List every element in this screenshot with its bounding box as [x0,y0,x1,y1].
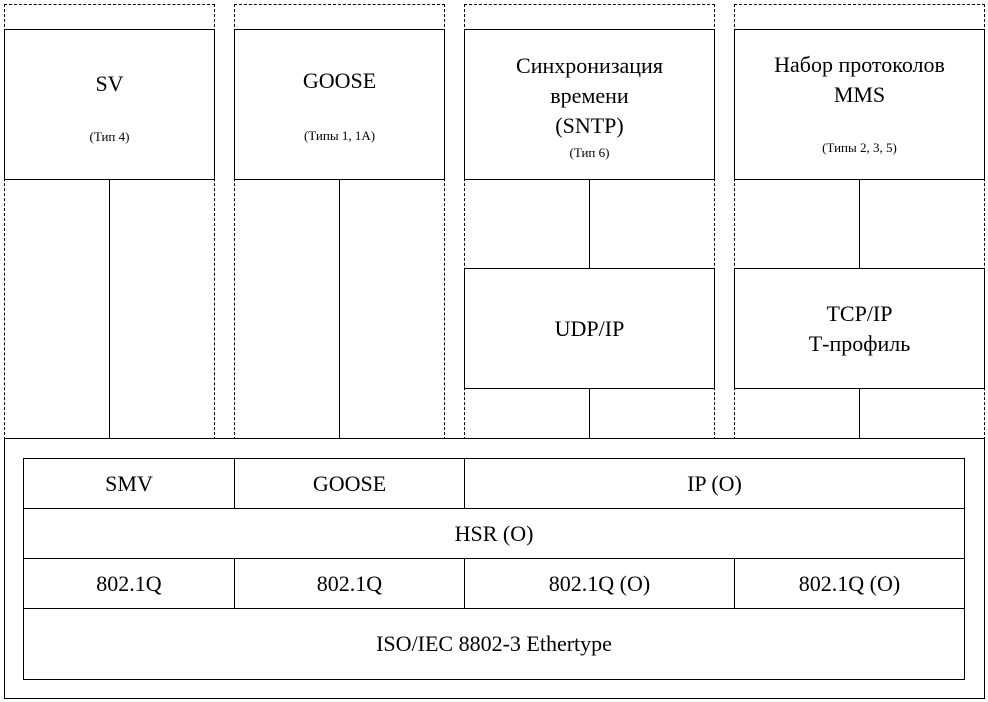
protocol-box-sntp: Синхронизация времени (SNTP) (Тип 6) [464,29,715,180]
protocol-type: (Тип 4) [89,128,130,144]
protocol-box-mms: Набор протоколов MMS (Типы 2, 3, 5) [734,29,985,180]
protocol-box-sv: SV (Тип 4) [4,29,215,180]
cell-8021q: 802.1Q [96,571,162,596]
cell-ip: IP (O) [687,471,742,496]
row-divider [23,508,965,509]
cell-divider [464,458,465,509]
cell-hsr: HSR (O) [454,521,534,546]
protocol-type: (Тип 6) [569,144,610,160]
connector-goose [339,178,340,440]
protocol-title: Набор протоколов MMS [774,51,945,107]
connector-udp-bottom [589,388,590,440]
link-layer-table [23,458,965,680]
cell-goose: GOOSE [312,471,387,496]
protocol-title: GOOSE [302,67,377,93]
cell-smv: SMV [105,471,153,496]
cell-divider [734,558,735,609]
protocol-type: (Типы 1, 1A) [303,127,376,143]
cell-8021q: 802.1Q [316,571,383,596]
transport-label: TCP/IP Т-профиль [808,300,911,356]
protocol-type: (Типы 2, 3, 5) [822,139,897,155]
cell-divider [464,558,465,609]
cell-divider [234,558,235,609]
transport-box-tcp: TCP/IP Т-профиль [734,268,985,389]
connector-tcp-bottom [859,388,860,440]
cell-ethertype: ISO/IEC 8802-3 Ethertype [376,631,612,656]
cell-8021q-optional: 802.1Q (O) [798,571,901,596]
protocol-box-goose: GOOSE (Типы 1, 1A) [234,29,445,180]
protocol-title: SV [95,70,124,96]
connector-sv [109,178,110,440]
transport-box-udp: UDP/IP [464,268,715,389]
connector-mms-tcp [859,178,860,270]
cell-8021q-optional: 802.1Q (O) [548,571,651,596]
cell-divider [234,458,235,509]
row-divider [23,608,965,609]
connector-sntp-udp [589,178,590,270]
transport-label: UDP/IP [554,315,625,341]
row-divider [23,558,965,559]
protocol-title: Синхронизация времени (SNTP) [516,52,663,138]
